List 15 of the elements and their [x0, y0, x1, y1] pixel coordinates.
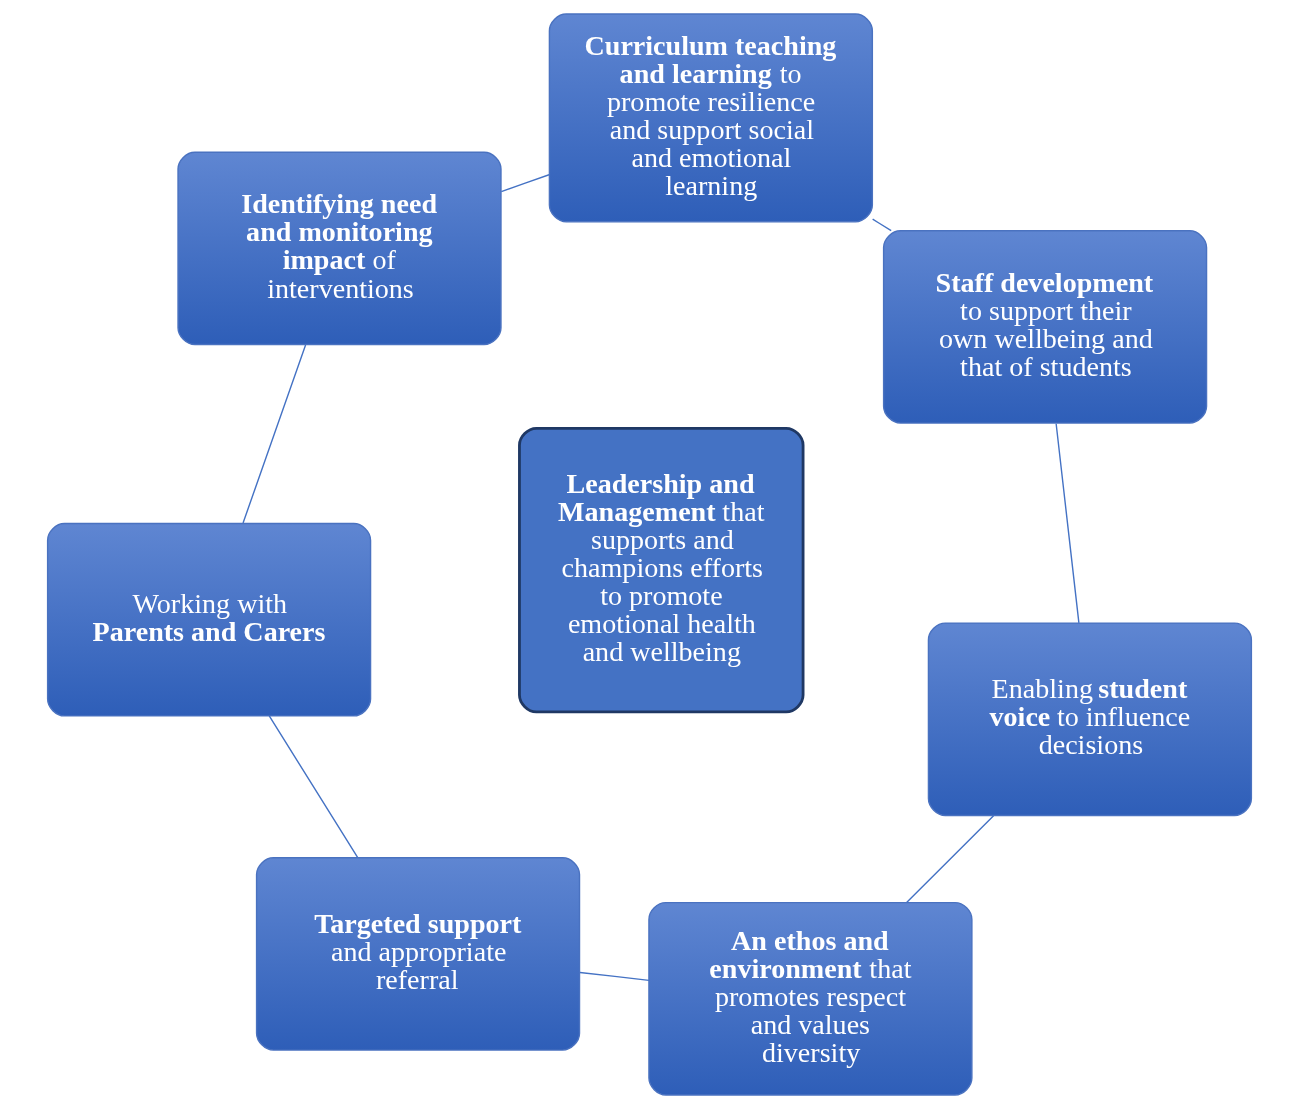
connector [578, 971, 650, 982]
node-box: Working with Parents and Carers [46, 522, 371, 717]
connector [241, 344, 306, 524]
connector [1054, 423, 1080, 624]
connector [500, 174, 550, 193]
node-box: Leadership and Management that supports and champions efforts to promote emotional health and wellbeing [517, 426, 804, 714]
node-box: Identifying need and monitoring impact of interventions [176, 151, 502, 346]
node-box: Targeted support and appropriate referral [255, 857, 580, 1051]
node-box: Enabling student voice to influence decisions [927, 622, 1252, 817]
node-box: An ethos and environment that promotes respect and values diversity [647, 901, 973, 1096]
connector [268, 715, 358, 858]
connector [871, 218, 892, 232]
node-box: Curriculum teaching and learning to promote resilience and support social and emotional learning [548, 13, 873, 223]
node-box: Staff development to support their own wellbeing and that of students [882, 230, 1207, 424]
connector [905, 814, 994, 904]
